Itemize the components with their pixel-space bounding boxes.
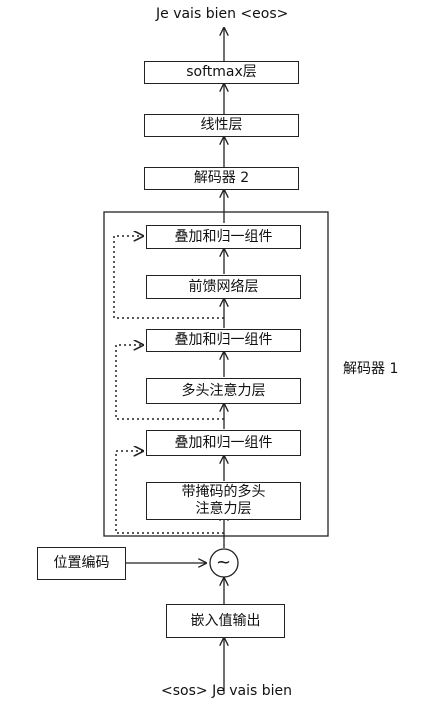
residual-mid [115, 345, 224, 420]
add-norm-bottom: 叠加和归一组件 [146, 430, 301, 456]
positional-encoding-block: 位置编码 [37, 547, 126, 580]
masked-multi-head-attention-layer: 带掩码的多头 注意力层 [146, 482, 301, 520]
decoder1-container [103, 211, 329, 537]
feed-forward-layer: 前馈网络层 [146, 275, 301, 299]
linear-layer: 线性层 [144, 114, 299, 137]
residual-top [113, 236, 224, 319]
embedding-output-block: 嵌入值输出 [166, 604, 285, 638]
sum-symbol: ~ [216, 552, 232, 573]
sum-circle [209, 548, 239, 578]
add-norm-top: 叠加和归一组件 [146, 225, 301, 249]
masked-attn-line2: 注意力层 [195, 501, 252, 517]
input-tokens: <sos> Je vais bien [161, 683, 293, 699]
output-tokens: Je vais bien <eos> [156, 6, 289, 22]
multi-head-attention-layer: 多头注意力层 [146, 378, 301, 404]
decoder1-label: 解码器 1 [343, 361, 399, 377]
softmax-layer: softmax层 [144, 61, 299, 84]
masked-attn-line1: 带掩码的多头 [181, 484, 266, 500]
add-norm-mid: 叠加和归一组件 [146, 329, 301, 352]
decoder2-block: 解码器 2 [144, 167, 299, 190]
